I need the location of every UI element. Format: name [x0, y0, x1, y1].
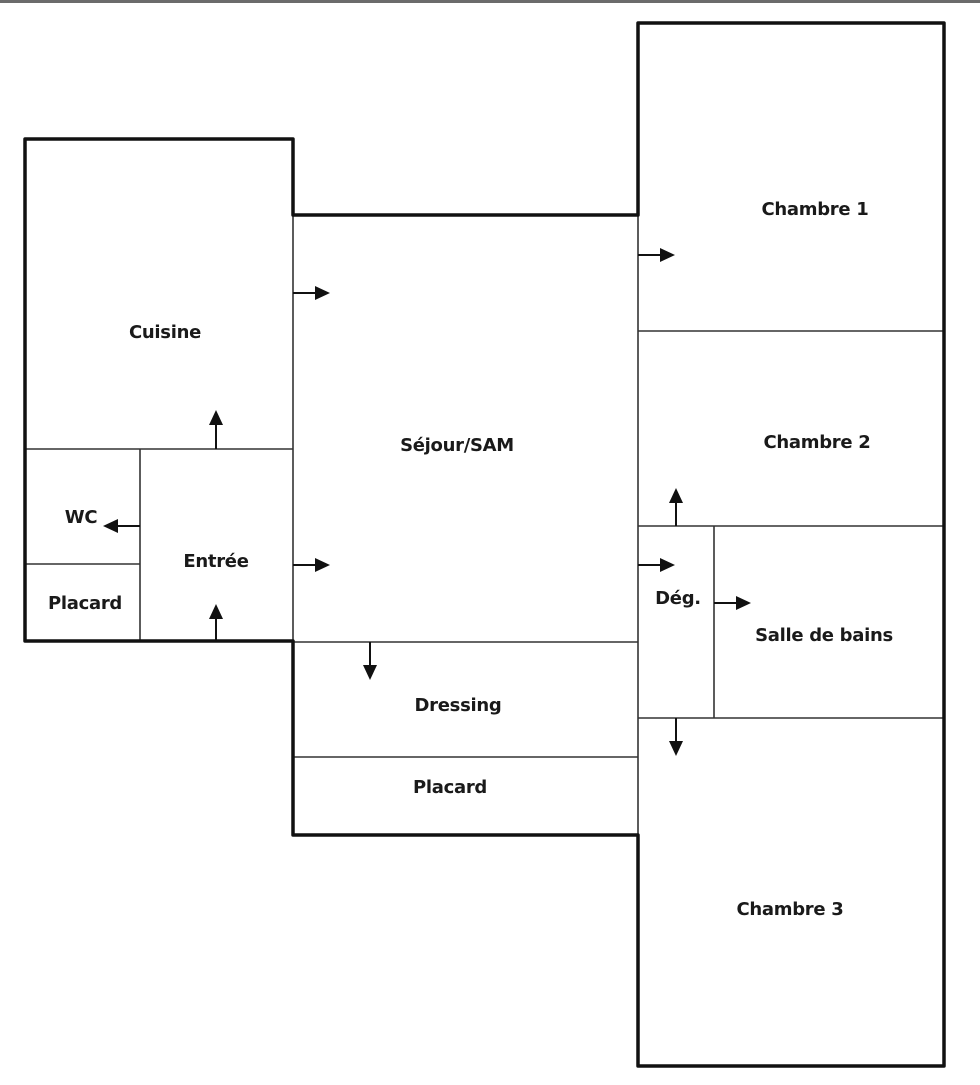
room-label-dressing: Dressing — [415, 695, 502, 716]
interior-walls — [25, 215, 944, 835]
arrow-up-icon — [209, 604, 223, 641]
exterior-wall — [23, 21, 946, 1068]
room-label-entree: Entrée — [183, 551, 248, 572]
room-label-chambre2: Chambre 2 — [764, 432, 871, 453]
arrow-right-icon — [638, 558, 675, 572]
room-label-sejour: Séjour/SAM — [400, 435, 514, 456]
room-label-placard-dressing: Placard — [413, 777, 487, 798]
room-label-chambre1: Chambre 1 — [762, 199, 869, 220]
room-label-placard-entree: Placard — [48, 593, 122, 614]
room-label-degagement: Dég. — [655, 588, 701, 609]
arrow-up-icon — [669, 488, 683, 526]
arrow-right-icon — [293, 558, 330, 572]
room-label-wc: WC — [65, 507, 98, 528]
arrow-left-icon — [103, 519, 140, 533]
arrow-right-icon — [293, 286, 330, 300]
arrow-down-icon — [363, 642, 377, 680]
room-label-chambre3: Chambre 3 — [737, 899, 844, 920]
arrow-right-icon — [638, 248, 675, 262]
arrow-down-icon — [669, 718, 683, 756]
door-arrows — [103, 248, 751, 756]
room-labels: Cuisine WC Placard Entrée Séjour/SAM Dre… — [48, 199, 893, 920]
arrow-right-icon — [714, 596, 751, 610]
arrow-up-icon — [209, 410, 223, 449]
room-label-cuisine: Cuisine — [129, 322, 201, 343]
room-label-salle-de-bains: Salle de bains — [755, 625, 893, 646]
window-top-border — [0, 0, 980, 3]
